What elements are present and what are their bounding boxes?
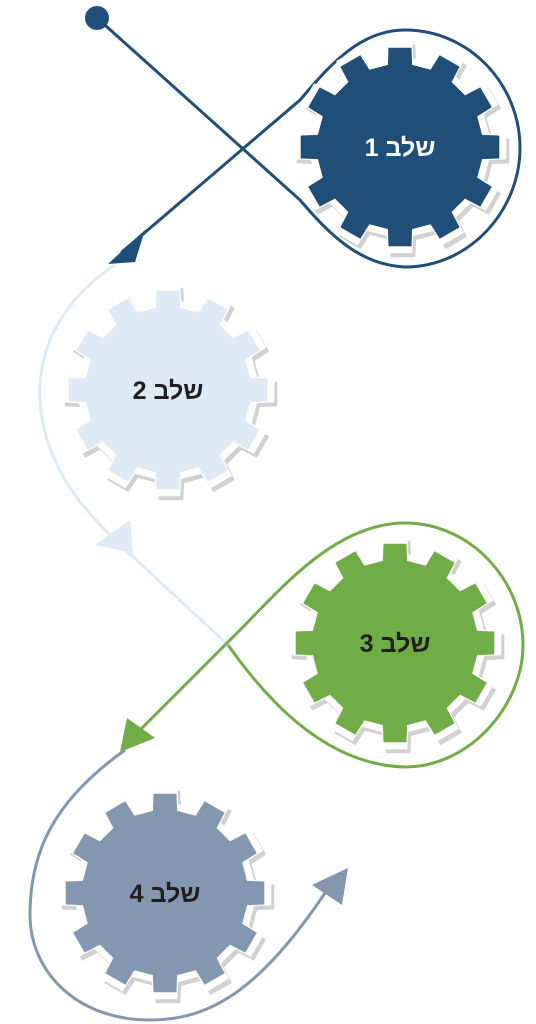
step-3-arrowhead xyxy=(120,718,155,752)
gear-step-2 xyxy=(61,283,278,501)
step-1-path xyxy=(95,16,522,269)
step-2-path xyxy=(38,263,230,647)
step-1-arrowhead xyxy=(108,230,145,264)
step-1-label: שלב 1 xyxy=(365,134,436,162)
gear-body xyxy=(65,793,265,993)
gear-step-3 xyxy=(288,536,505,754)
gear-body xyxy=(68,290,268,490)
start-dot xyxy=(85,6,109,30)
step-3-path xyxy=(128,521,525,769)
gear-body xyxy=(295,543,495,743)
step-4-path xyxy=(28,748,327,1022)
step-4-label: שלב 4 xyxy=(130,880,201,908)
gear-body xyxy=(300,47,500,247)
step-2-arrowhead xyxy=(95,520,133,553)
gear-step-4 xyxy=(58,786,275,1004)
step-3-label: שלב 3 xyxy=(360,630,431,658)
step-2-label: שלב 2 xyxy=(133,377,204,405)
gear-step-1 xyxy=(293,40,510,258)
step-4-arrowhead xyxy=(312,868,348,905)
